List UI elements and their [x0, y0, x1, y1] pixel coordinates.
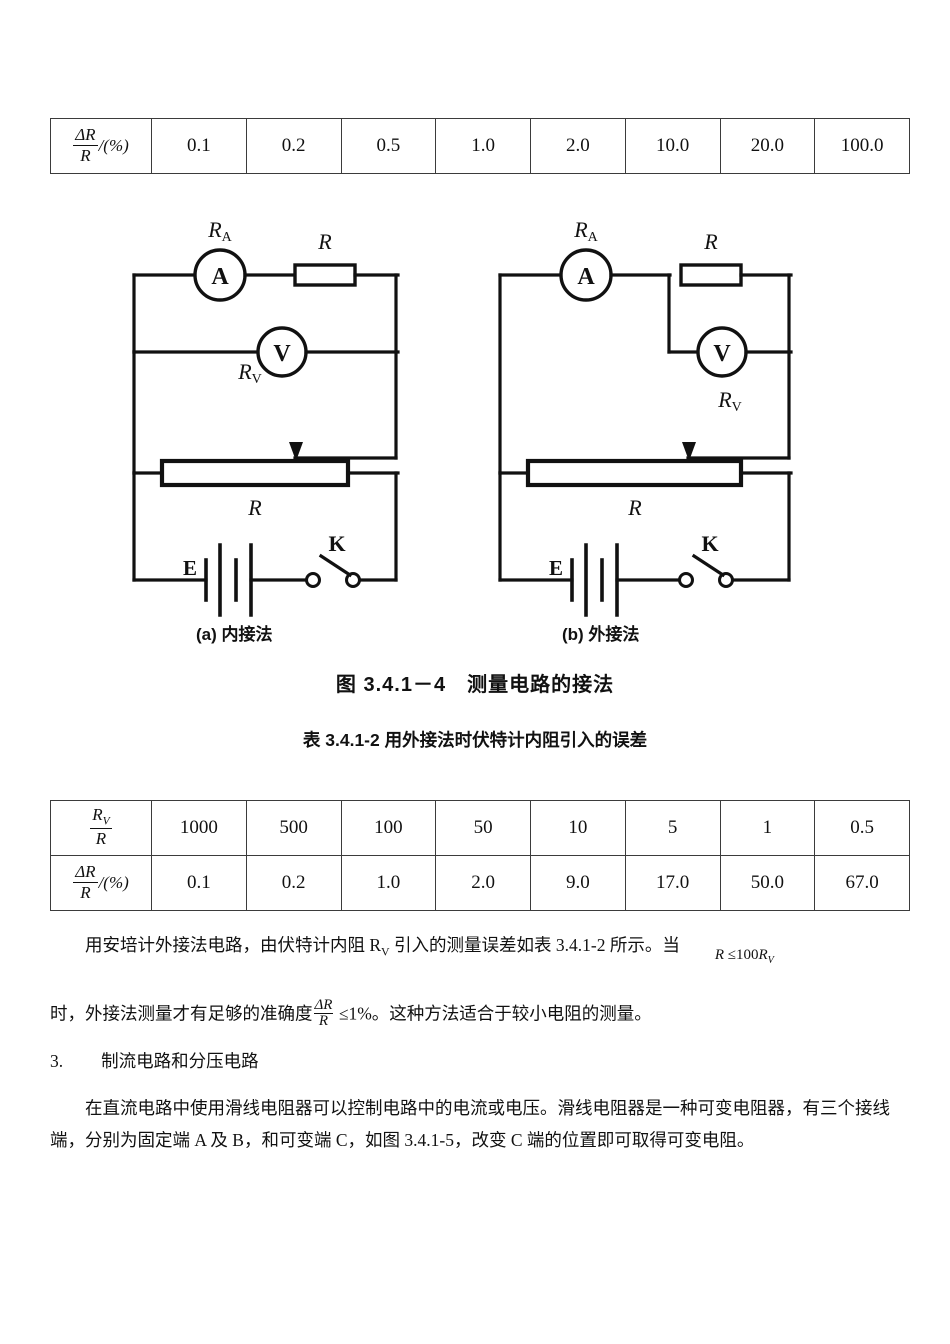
paragraph-external-method-error: 用安培计外接法电路，由伏特计内阻 RV 引入的测量误差如表 3.4.1-2 所示… [50, 932, 910, 966]
table1-cell-4: 2.0 [530, 118, 626, 174]
resistor-symbol-a [293, 263, 357, 287]
ammeter-letter-b: A [577, 264, 595, 290]
para1-text-b: 引入的测量误差如表 3.4.1-2 所示。当 [389, 935, 680, 955]
table2-r0-cell-0: 1000 [151, 800, 247, 856]
table2-r1-cell-4: 9.0 [530, 855, 626, 911]
label-r-rheostat-b: R [627, 495, 642, 520]
switch-terminal-right-a [345, 572, 361, 588]
paragraph-accuracy-condition: 时，外接法测量才有足够的准确度 ΔR R ≤1%。这种方法适合于较小电阻的测量。 [50, 997, 910, 1031]
ammeter-letter-a: A [211, 264, 229, 290]
heading-label: 制流电路和分压电路 [101, 1051, 259, 1071]
table1-cell-5: 10.0 [624, 118, 721, 174]
paragraph-rheostat-description: 在直流电路中使用滑线电阻器可以控制电路中的电流或电压。滑线电阻器是一种可变电阻器… [50, 1098, 890, 1151]
table2-r0-cell-2: 100 [340, 800, 437, 856]
table2-r1-cell-0: 0.1 [151, 855, 247, 911]
slider-arrow-b [682, 442, 696, 461]
table2-r0-cell-6: 1 [719, 800, 816, 856]
table1-cell-1: 0.2 [245, 118, 342, 174]
rheostat-symbol-b [525, 458, 744, 488]
unit-percent: /(%) [98, 136, 129, 155]
switch-terminal-left-b [678, 572, 694, 588]
table2-row1-header: ΔR R /(%) [50, 855, 152, 911]
fraction-rv-over-r: RV R [90, 804, 112, 849]
label-r-resistor-b: R [703, 229, 718, 254]
label-r-v-voltmeter-a: RV [237, 359, 262, 387]
table1-row-header: ΔR R /(%) [50, 118, 152, 174]
table2-r0-cell-1: 500 [245, 800, 342, 856]
error-table-voltmeter-internal: RV R 1000 500 100 50 10 5 1 0.5 ΔR R /(%… [50, 800, 910, 911]
switch-terminal-right-b [718, 572, 734, 588]
para2-text-b: ≤1%。这种方法适合于较小电阻的测量。 [334, 1003, 652, 1024]
voltmeter-letter-b: V [713, 341, 731, 367]
sub-caption-a: (a) 内接法 [196, 625, 273, 644]
table1-cell-7: 100.0 [814, 118, 910, 174]
inline-frac-denominator: R [318, 1013, 329, 1029]
fraction-delta-r-over-r: ΔR R [73, 124, 98, 165]
label-r-resistor-a: R [317, 229, 332, 254]
unit-percent: /(%) [98, 873, 129, 892]
rheostat-symbol-a [159, 458, 351, 488]
table2-r1-cell-1: 0.2 [245, 855, 342, 911]
table2-r1-cell-3: 2.0 [435, 855, 531, 911]
table-row: ΔR R /(%) 0.1 0.2 1.0 2.0 9.0 17.0 50.0 … [50, 855, 910, 911]
resistor-symbol-b [679, 263, 743, 287]
voltmeter-letter-a: V [273, 341, 291, 367]
diagram-b-external-method [498, 248, 793, 617]
diagram-a-internal-method [132, 248, 400, 617]
table2-r1-cell-7: 67.0 [814, 855, 910, 911]
table2-r0-cell-4: 10 [530, 800, 626, 856]
label-k-switch-b: K [701, 531, 718, 556]
table2-row0-header: RV R [50, 800, 152, 856]
label-r-rheostat-a: R [247, 495, 262, 520]
table1-cell-0: 0.1 [151, 118, 247, 174]
circuit-figure: RA R RV R E K A V RA R RV R E K A V [110, 215, 840, 635]
label-r-a-ammeter-b: RA [573, 217, 598, 245]
table1-cell-2: 0.5 [340, 118, 437, 174]
table1-cell-3: 1.0 [435, 118, 531, 174]
table2-caption: 表 3.4.1-2 用外接法时伏特计内阻引入的误差 [302, 730, 648, 750]
slider-arrow-a [289, 442, 303, 461]
formula-r: R [714, 947, 725, 963]
table2-r0-cell-5: 5 [624, 800, 721, 856]
switch-terminal-left-a [305, 572, 321, 588]
error-table-ammeter-internal: ΔR R /(%) 0.1 0.2 0.5 1.0 2.0 10.0 20.0 … [50, 118, 910, 174]
formula-le-100: ≤100 [724, 947, 759, 963]
table2-r1-cell-2: 1.0 [340, 855, 437, 911]
figure-sub-captions: (a) 内接法 (b) 外接法 [110, 620, 840, 646]
label-e-battery-a: E [183, 556, 197, 580]
label-r-v-voltmeter-b: RV [717, 387, 742, 415]
table2-r1-cell-5: 17.0 [624, 855, 721, 911]
label-k-switch-a: K [328, 531, 345, 556]
heading-number: 3. [50, 1051, 64, 1071]
inline-frac-numerator: ΔR [313, 997, 334, 1014]
formula-rv: R [758, 947, 768, 963]
table2-r0-cell-7: 0.5 [814, 800, 910, 856]
table2-r1-cell-6: 50.0 [719, 855, 816, 911]
inline-fraction-delta-r-over-r: ΔR R [313, 997, 334, 1029]
circuit-diagrams-svg: RA R RV R E K A V RA R RV R E K A V [132, 217, 793, 617]
para1-subscript-v: V [381, 944, 390, 959]
section-heading-3: 3. 制流电路和分压电路 [50, 1048, 910, 1074]
sub-caption-b: (b) 外接法 [562, 625, 640, 644]
table2-r0-cell-3: 50 [435, 800, 531, 856]
label-r-a-ammeter: RA [207, 217, 232, 245]
formula-rv-sub: V [767, 955, 774, 966]
fraction-delta-r-over-r: ΔR R [73, 861, 98, 902]
figure-caption: 图 3.4.1－4 测量电路的接法 [335, 674, 615, 696]
para2-text-a: 时，外接法测量才有足够的准确度 [50, 1003, 313, 1024]
para1-text-a: 用安培计外接法电路，由伏特计内阻 R [85, 935, 382, 955]
label-e-battery-b: E [549, 556, 563, 580]
table-row: RV R 1000 500 100 50 10 5 1 0.5 [50, 800, 910, 856]
inline-formula-r-le-100rv: R ≤100RV [680, 944, 774, 968]
table-row: ΔR R /(%) 0.1 0.2 0.5 1.0 2.0 10.0 20.0 … [50, 118, 910, 174]
table1-cell-6: 20.0 [719, 118, 816, 174]
